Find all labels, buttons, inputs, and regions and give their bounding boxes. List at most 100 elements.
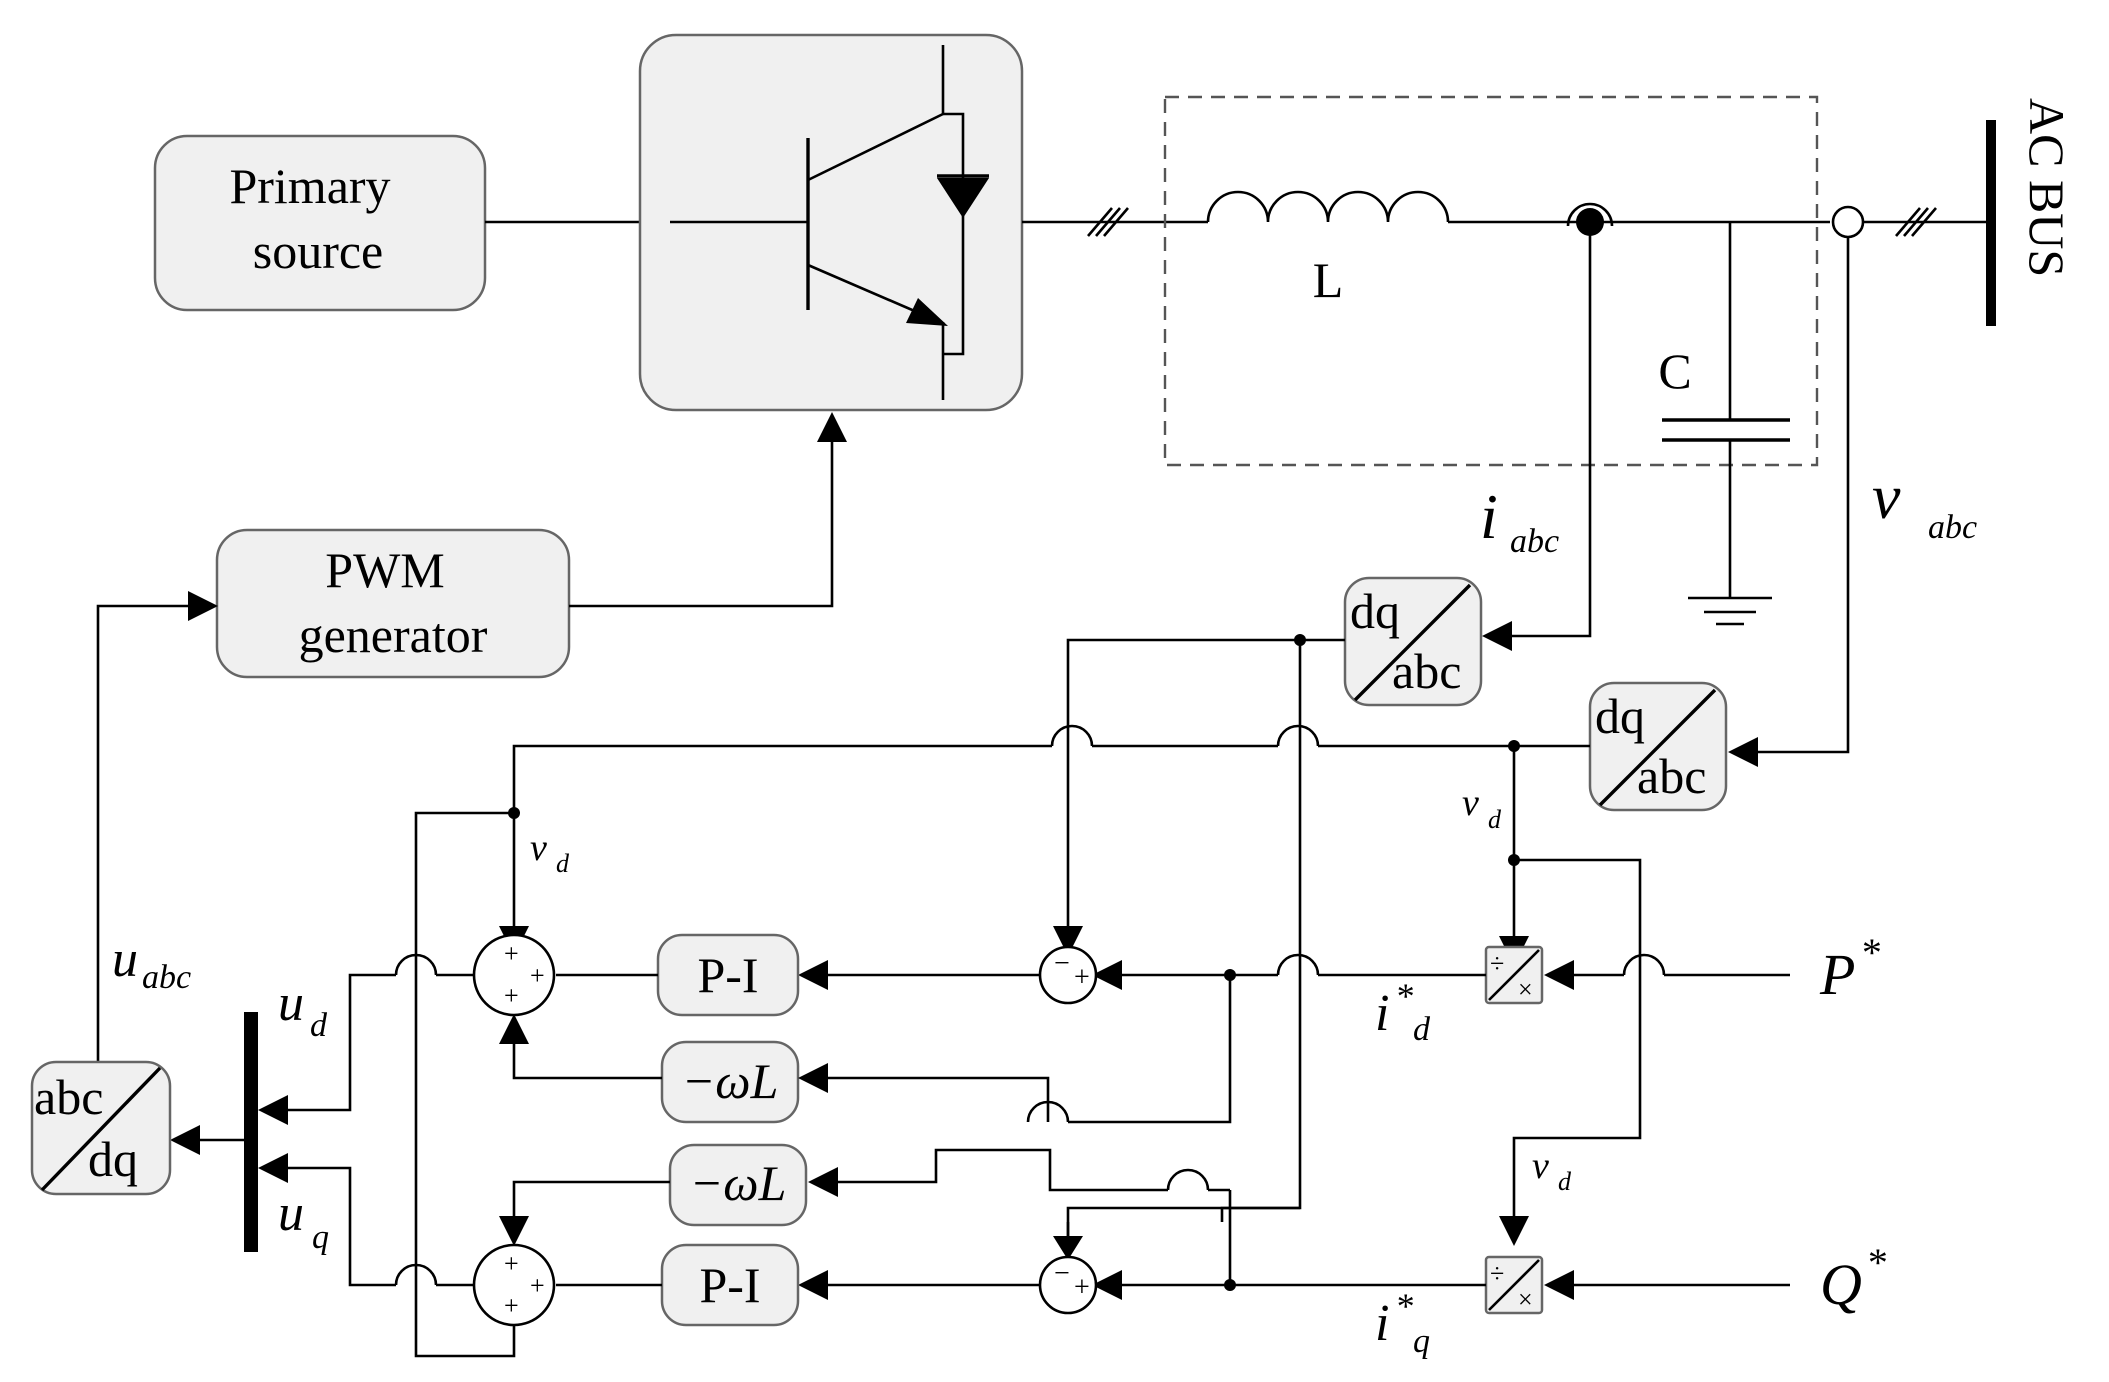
current-transform-top-label: dq [1350,583,1400,639]
svg-text:+: + [1074,1272,1090,1303]
svg-text:i: i [1375,985,1389,1042]
svg-text:d: d [1558,1167,1572,1196]
mux-bar [244,1012,258,1252]
id-measured-wire [1066,638,1345,928]
pwm-to-inverter-wire [569,440,834,608]
svg-text:+: + [504,981,519,1010]
svg-text:*: * [1860,930,1880,975]
vd-label: v d [1462,782,1502,834]
svg-text:+: + [504,1249,519,1278]
svg-text:+: + [530,961,545,990]
primary-source-label-line2: source [253,223,384,279]
crossover-hop [1622,953,1666,976]
svg-text:−: − [1054,1258,1070,1289]
u-abc-arrow [188,591,218,621]
v-abc-label: v abc [1872,461,1977,546]
wl-top-link [1028,1076,1050,1122]
q-ref-label: Q * [1820,1240,1886,1317]
output-transform-bottom-label: dq [88,1131,138,1187]
capacitor-label: C [1658,343,1691,399]
svg-text:q: q [312,1219,329,1256]
divider-d-block: ÷ × [1484,945,1544,1005]
divider-q-block: ÷ × [1484,1255,1544,1315]
ud-arrow [258,1095,288,1125]
error-q-arrow [798,1270,828,1300]
pwm-label-line2: generator [299,607,488,663]
pi-d-block: P-I [656,933,800,1017]
svg-text:abc: abc [142,959,191,996]
id-ref-arrow [1092,960,1122,990]
voltage-summer-d: + + + [472,933,556,1017]
ac-bus-label: AC BUS [2019,98,2075,277]
vd-label: v d [1532,1145,1572,1196]
inductor-label: L [1313,252,1344,308]
three-phase-marker-icon [1895,207,1937,237]
p-ref-label: P * [1819,930,1880,1007]
svg-text:abc: abc [1928,509,1977,546]
iq-ref-to-wl-wire [836,1148,1168,1192]
svg-text:v: v [530,827,547,869]
svg-text:v: v [1462,782,1479,824]
iq-measured-route [1066,1206,1300,1238]
voltage-sense-wire [1756,237,1850,754]
u-abc-to-pwm-wire [96,604,190,1062]
mux-output-arrow [170,1125,200,1155]
svg-text:P: P [1819,942,1855,1007]
lc-filter-enclosure [1163,95,1819,467]
pwm-label-line1: PWM [325,542,444,598]
svg-text:v: v [1872,461,1901,532]
svg-text:*: * [1395,976,1413,1016]
id-ref-to-wl-wire-hidden [828,1078,1028,1122]
voltage-dq-abc-transform-block: dq abc [1588,681,1728,812]
id-error-summer: − + [1038,945,1098,1005]
u-abc-label: u abc [112,931,191,996]
current-sense-wire [1510,222,1592,638]
inductor-icon [1206,190,1450,223]
wl-bottom-input-arrow [808,1167,838,1197]
uq-arrow [258,1153,288,1183]
wl-coupling-top-block: −ωL [660,1040,800,1124]
vd-to-divider-q-wire [1512,858,1642,1218]
voltage-transform-bottom-label: abc [1637,748,1706,804]
ud-wire [286,973,396,1112]
wl-bottom-output-arrow [499,1216,529,1246]
svg-text:−ωL: −ωL [690,1155,787,1211]
iq-ref-arrow [1092,1270,1122,1300]
wl-top-output-arrow [499,1014,529,1044]
current-sense-arrow [1482,621,1512,651]
wire-hidden [1210,1170,1230,1190]
uq-label: u q [278,1185,329,1256]
current-dq-abc-transform-block: dq abc [1343,576,1483,707]
svg-text:+: + [530,1271,545,1300]
current-transform-bottom-label: abc [1392,643,1461,699]
voltage-sense-arrow [1728,737,1758,767]
q-ref-arrow [1544,1270,1574,1300]
crossover-hop [394,953,438,976]
igbt-switch-icon [670,45,948,400]
inverter-block [638,33,1024,412]
p-ref-arrow [1544,960,1574,990]
svg-text:÷: ÷ [1490,1259,1504,1288]
svg-text:P-I: P-I [697,947,758,1003]
crossover-hop [1050,724,1094,747]
svg-text:d: d [1413,1011,1431,1048]
output-transform-top-label: abc [34,1069,103,1125]
pwm-gate-arrow [817,412,847,442]
i-abc-label: i abc [1480,481,1559,560]
svg-text:*: * [1866,1240,1886,1285]
ac-bus-bar [1986,120,1996,326]
svg-text:v: v [1532,1145,1549,1187]
voltage-sensor-node [1831,205,1865,239]
crossover-hop [1276,953,1320,976]
svg-text:Q: Q [1820,1252,1862,1317]
three-phase-marker-icon [1087,207,1129,237]
svg-text:u: u [278,1185,304,1242]
primary-source-label-line1: Primary [229,158,390,214]
svg-text:d: d [1488,805,1502,834]
svg-text:i: i [1480,481,1498,552]
wl-top-output-wire [512,1042,662,1080]
svg-text:u: u [112,931,138,988]
id-measured-arrow [1053,926,1083,956]
crossover-hop [394,1263,438,1286]
